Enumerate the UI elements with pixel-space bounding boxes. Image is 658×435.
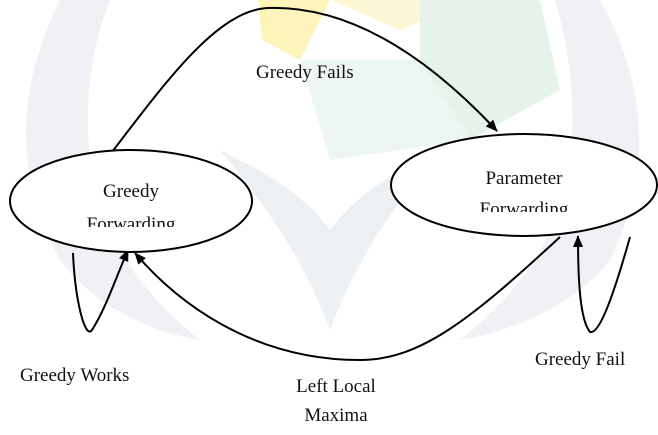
node-parameter-forwarding-clip — [458, 212, 594, 224]
watermark-logo — [26, 0, 640, 340]
watermark-green-shape — [420, 0, 560, 140]
watermark-wreath-right — [460, 0, 640, 340]
edge-left-local-maxima — [134, 236, 561, 362]
edge-greedy-works-loop — [72, 249, 129, 333]
edge-label-greedy-fail: Greedy Fail — [535, 349, 625, 370]
edge-greedy-fails — [101, 6, 498, 166]
edge-label-greedy-fails: Greedy Fails — [256, 62, 354, 83]
node-greedy-forwarding: Greedy Forwarding — [9, 149, 253, 253]
node-greedy-forwarding-label-line1: Greedy — [103, 181, 159, 202]
edge-greedy-fail-loop — [573, 235, 631, 334]
node-parameter-forwarding-shape — [390, 133, 658, 237]
edge-label-greedy-works: Greedy Works — [20, 365, 129, 386]
node-greedy-forwarding-clip — [64, 227, 198, 239]
node-parameter-forwarding: Parameter Forwarding — [390, 133, 658, 237]
edge-label-left-local-maxima-line1: Left Local — [296, 376, 376, 397]
node-greedy-forwarding-shape — [9, 149, 253, 253]
watermark-yellow-leaf — [258, 0, 330, 60]
watermark-wreath-left — [26, 0, 200, 340]
edge-label-left-local-maxima-line2: Maxima — [304, 405, 368, 426]
node-parameter-forwarding-label-line1: Parameter — [485, 168, 563, 189]
watermark-green-shape-2 — [300, 60, 470, 160]
watermark-center-body — [220, 150, 440, 330]
